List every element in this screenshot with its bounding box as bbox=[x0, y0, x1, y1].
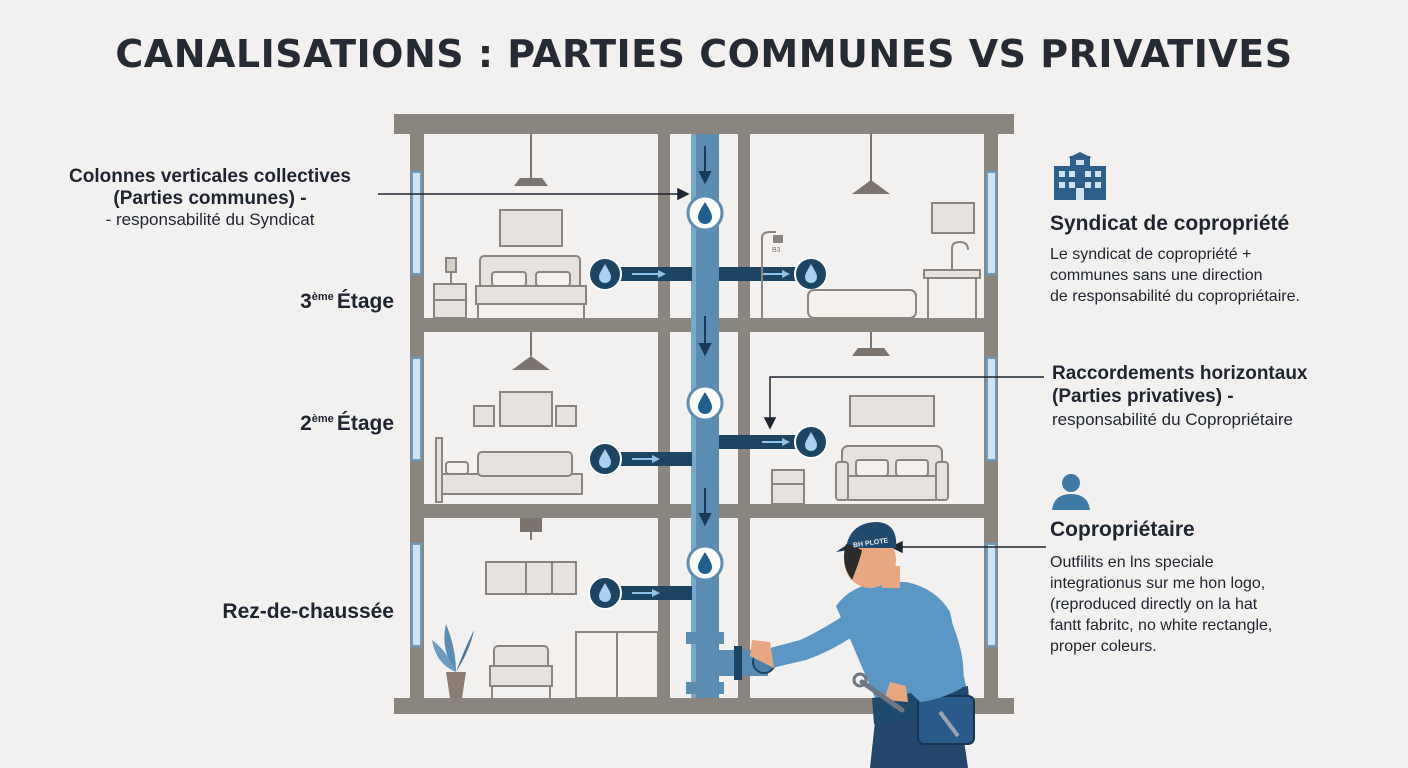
horizontal-branch-pipe bbox=[606, 435, 811, 466]
ceiling-lamp bbox=[852, 332, 890, 356]
shelves bbox=[485, 561, 577, 595]
ceiling-lamp bbox=[512, 332, 550, 370]
water-drop-icon bbox=[599, 583, 611, 602]
riser-callout: Colonnes verticales collectives (Parties… bbox=[40, 166, 380, 230]
window bbox=[986, 357, 997, 461]
ceiling-lamp bbox=[852, 134, 890, 194]
bed bbox=[435, 437, 583, 503]
syndicat-description: Le syndicat de copropriété + communes sa… bbox=[1050, 246, 1300, 305]
roof-slab bbox=[394, 114, 1014, 134]
potted-plant bbox=[432, 624, 474, 698]
side-table bbox=[771, 469, 805, 505]
riser-callout-line3: - responsabilité du Syndicat bbox=[105, 210, 315, 229]
bed bbox=[475, 255, 587, 318]
armchair bbox=[489, 645, 553, 698]
partition-wall bbox=[658, 134, 670, 698]
shower bbox=[761, 231, 783, 318]
bathtub bbox=[807, 289, 917, 319]
building-icon bbox=[1054, 152, 1106, 200]
window bbox=[411, 171, 422, 275]
plumber-figure bbox=[750, 522, 975, 768]
svg-text:B3: B3 bbox=[772, 247, 781, 254]
branch-callout: Raccordements horizontaux (Parties priva… bbox=[1052, 363, 1308, 429]
riser-drop-node bbox=[686, 194, 724, 232]
sofa bbox=[835, 445, 949, 501]
floor-label-ground: Rez-de-chaussée bbox=[222, 600, 394, 623]
window bbox=[986, 171, 997, 275]
water-drop-icon bbox=[599, 264, 611, 283]
window bbox=[411, 543, 422, 647]
page-title: CANALISATIONS : PARTIES COMMUNES VS PRIV… bbox=[115, 32, 1293, 76]
water-drop-icon bbox=[698, 552, 712, 574]
water-drop-icon bbox=[698, 392, 712, 414]
water-drop-icon bbox=[698, 202, 712, 224]
flow-arrow-icon bbox=[698, 343, 712, 357]
water-drop-icon bbox=[599, 449, 611, 468]
flow-arrow-icon bbox=[698, 513, 712, 527]
callout-line-branch bbox=[769, 376, 1044, 420]
ceiling-lamp bbox=[514, 134, 548, 186]
person-icon bbox=[1052, 474, 1090, 510]
syndicat-heading: Syndicat de copropriété bbox=[1050, 212, 1290, 235]
riser-callout-line1: Colonnes verticales collectives bbox=[69, 166, 351, 187]
flow-arrow-icon bbox=[698, 171, 712, 185]
riser-callout-line2: (Parties communes) - bbox=[113, 188, 307, 209]
riser-drop-node bbox=[686, 384, 724, 422]
coproprietaire-description: Outfilits en lns speciale integrationus … bbox=[1050, 554, 1273, 655]
ceiling-lamp bbox=[520, 518, 542, 540]
riser-drop-node bbox=[686, 544, 724, 582]
horizontal-branch-pipe bbox=[606, 267, 811, 281]
window bbox=[411, 357, 422, 461]
wall-mirror bbox=[931, 202, 975, 234]
nightstand bbox=[433, 257, 467, 319]
coproprietaire-heading: Copropriétaire bbox=[1050, 518, 1195, 541]
cabinet bbox=[575, 631, 659, 699]
wall-pictures bbox=[473, 391, 577, 427]
wall-picture bbox=[499, 209, 563, 247]
water-drop-icon bbox=[805, 432, 817, 451]
ground-slab bbox=[394, 698, 1014, 714]
horizontal-branch-pipe bbox=[606, 586, 692, 600]
wall-picture bbox=[849, 395, 935, 427]
partition-wall bbox=[738, 134, 750, 698]
window bbox=[986, 543, 997, 647]
sink-vanity bbox=[923, 240, 981, 318]
water-drop-icon bbox=[805, 264, 817, 283]
